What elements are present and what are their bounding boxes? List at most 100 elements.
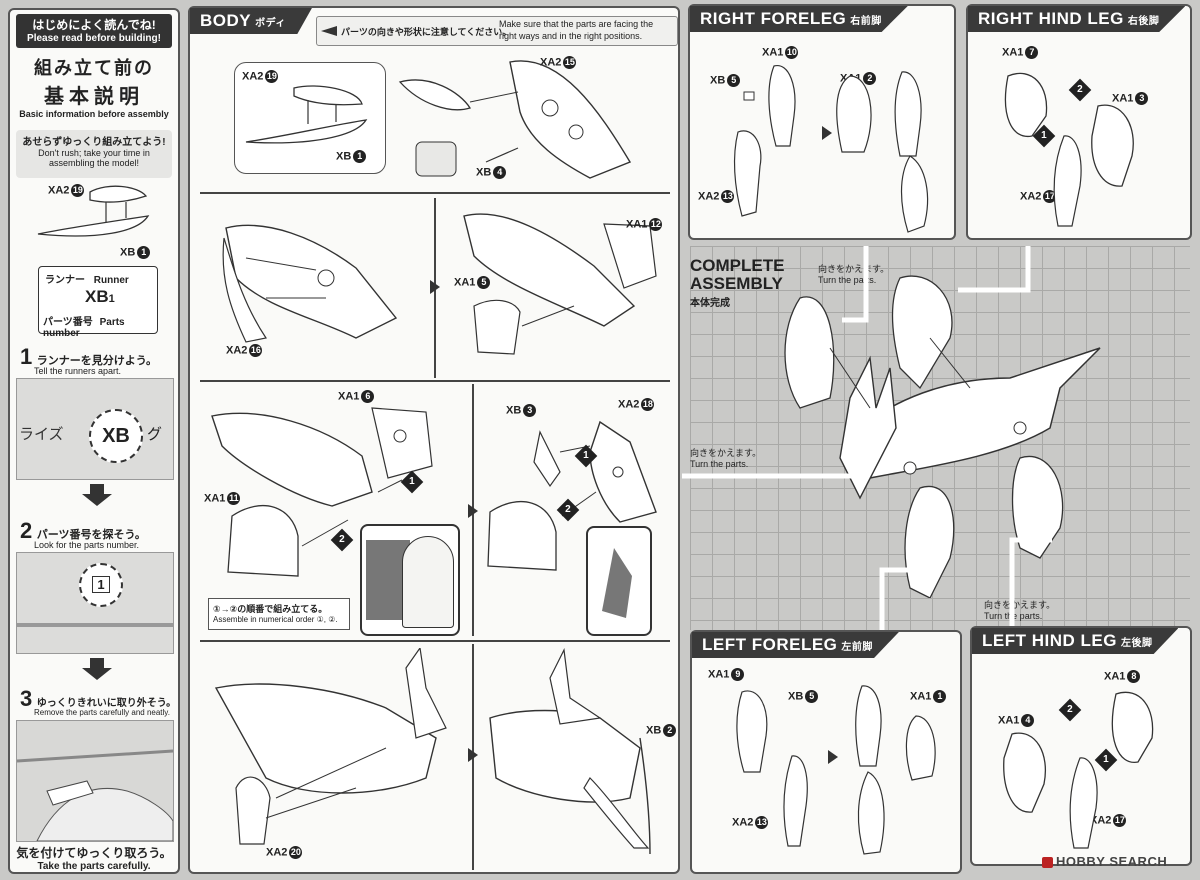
parts-number-jp: パーツ番号: [43, 317, 93, 328]
part-xb-2-assembly: [489, 648, 651, 855]
step-1-number: 1: [20, 344, 33, 369]
detail-inset: [586, 526, 652, 636]
step-2-en: Look for the parts number.: [34, 540, 140, 550]
runner-en: Runner: [93, 275, 129, 286]
turn-jp: 向きをかえます。: [818, 264, 890, 274]
no-rush-en-2: assembling the model!: [48, 158, 140, 168]
watermark: HOBBY SEARCH: [1042, 854, 1167, 869]
step-1: 1 ランナーを見分けよう。: [20, 344, 157, 370]
pointer-icon: [321, 26, 337, 36]
notice-box: パーツの向きや形状に注意してください。 Make sure that the p…: [316, 16, 678, 46]
careful-jp: 気を付けてゆっくり取ろう。: [16, 846, 172, 860]
order-en: Assemble in numerical order ①, ②.: [213, 615, 338, 624]
part-xb-3-xa2-18-assembly: [487, 420, 657, 571]
turn-jp: 向きをかえます。: [690, 448, 762, 458]
order-note-box: ①→②の順番で組み立てる。 Assemble in numerical orde…: [208, 598, 350, 630]
parts-number-en: Parts number: [43, 317, 125, 339]
detail-inset: [360, 524, 460, 636]
notice-en-2: right ways and in the right positions.: [499, 31, 643, 41]
xb-big-num: 1: [108, 293, 115, 305]
basic-title-jp-1: 組み立て前の: [34, 58, 154, 78]
left-foreleg-parts: [736, 685, 936, 855]
row-divider: [200, 640, 670, 642]
right-hind-leg-parts: [1004, 72, 1134, 227]
part-xa2-16-assembly: [222, 224, 398, 343]
complete-title-2: ASSEMBLY: [690, 274, 783, 293]
turn-note-2: 向きをかえます。 Turn the parts.: [690, 446, 761, 469]
basic-title-jp-2: 基本説明: [44, 86, 144, 108]
complete-title: COMPLETE ASSEMBLY 本体完成: [690, 256, 784, 309]
next-step-arrow-icon: [828, 750, 838, 764]
part-tag: 1: [92, 576, 110, 593]
part-xa2-19-xb-1: [245, 85, 368, 144]
notice-jp: パーツの向きや形状に注意してください。: [341, 27, 512, 37]
careful-banner: 気を付けてゆっくり取ろう。 Take the parts carefully.: [14, 844, 174, 872]
step-1-jp: ランナーを見分けよう。: [36, 355, 158, 367]
complete-title-1: COMPLETE: [690, 256, 785, 275]
part-xa1-6-xa1-11-assembly: [211, 407, 433, 577]
complete-title-jp: 本体完成: [690, 298, 730, 309]
next-step-arrow-icon: [468, 504, 478, 518]
part-xa1-12-assembly: [463, 213, 657, 355]
down-arrow-icon: [82, 484, 112, 506]
xb-big: XB: [85, 287, 109, 306]
removal-sample-image: [16, 720, 174, 842]
part-xa2-20-assembly: [214, 648, 447, 845]
right-foreleg-parts: [733, 65, 929, 233]
flow-arrows: [682, 246, 1052, 640]
basic-info-panel: はじめによく読んでね! Please read before building!…: [8, 8, 180, 874]
step-2-jp: パーツ番号を探そう。: [36, 529, 146, 541]
part-xa2-15-assembly: [398, 60, 632, 179]
turn-note-1: 向きをかえます。 Turn the parts.: [818, 262, 889, 285]
row-divider: [200, 380, 670, 382]
watermark-logo-icon: [1042, 857, 1053, 869]
order-jp: ①→②の順番で組み立てる。: [213, 604, 328, 614]
read-first-banner: はじめによく読んでね! Please read before building!: [16, 14, 172, 48]
runner-legend-box: ランナー Runner XB1 パーツ番号 Parts number: [38, 266, 158, 339]
runner-sample-g: グ: [147, 426, 163, 443]
basic-title: 組み立て前の 基本説明 Basic information before ass…: [10, 54, 178, 119]
read-first-jp: はじめによく読んでね!: [32, 18, 156, 32]
part-tag-circle: 1: [79, 563, 123, 607]
step-3-en: Remove the parts carefully and neatly.: [34, 708, 170, 717]
next-step-arrow-icon: [430, 280, 440, 294]
notice-en-1: Make sure that the parts are facing the: [499, 19, 654, 29]
turn-en: Turn the parts.: [690, 459, 749, 469]
next-step-arrow-icon: [822, 126, 832, 140]
turn-jp: 向きをかえます。: [984, 600, 1056, 610]
step-2: 2 パーツ番号を探そう。: [20, 518, 146, 544]
basic-title-en: Basic information before assembly: [19, 109, 169, 119]
left-hind-leg-parts: [1003, 691, 1154, 849]
